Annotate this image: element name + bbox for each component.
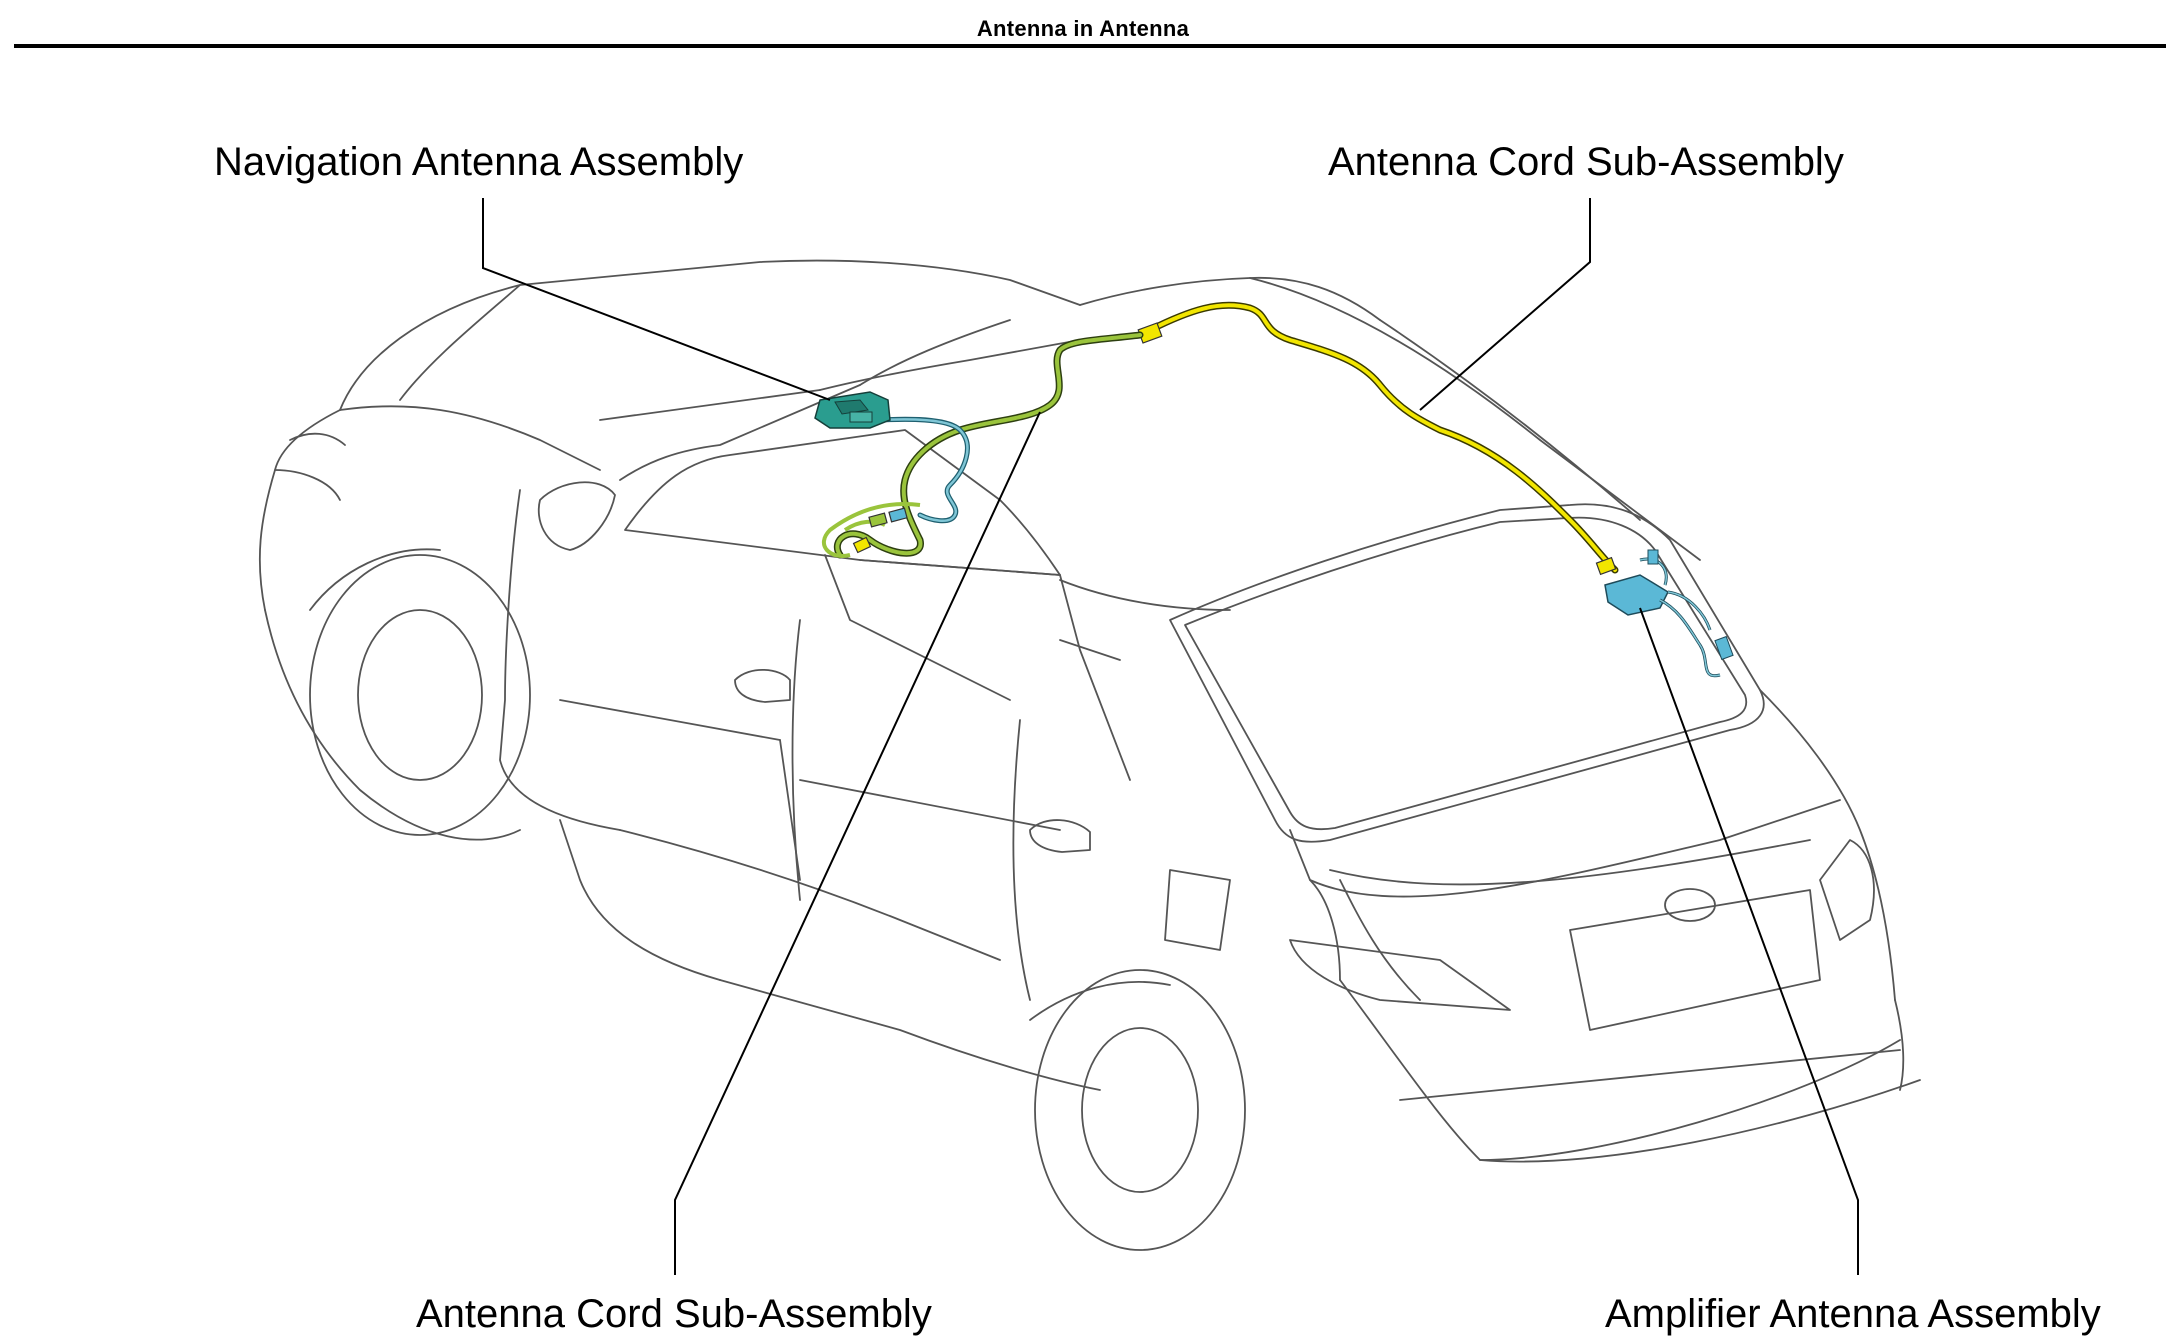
yellow-antenna-cord-fill	[1148, 303, 1617, 572]
label-antenna-cord-sub-assembly-bottom: Antenna Cord Sub-Assembly	[416, 1292, 932, 1336]
label-amplifier-antenna-assembly: Amplifier Antenna Assembly	[1605, 1292, 2101, 1336]
teal-antenna-cord-fill	[878, 418, 969, 522]
leader-antenna-cord-top	[1419, 198, 1591, 411]
label-navigation-antenna-assembly: Navigation Antenna Assembly	[214, 140, 744, 184]
page-header: Antenna in Antenna	[0, 0, 2166, 48]
yellow-antenna-cord	[1146, 301, 1619, 574]
header-divider	[14, 44, 2166, 48]
leader-antenna-cord-bottom	[674, 411, 1041, 1275]
label-antenna-cord-sub-assembly-top: Antenna Cord Sub-Assembly	[1328, 140, 1844, 184]
navigation-antenna-part	[814, 391, 891, 429]
leader-lines	[482, 198, 1859, 1275]
green-antenna-cord-fill	[835, 333, 1142, 557]
page-title: Antenna in Antenna	[976, 16, 1190, 41]
leader-amplifier-antenna	[1639, 607, 1859, 1275]
amplifier-antenna-part	[1595, 549, 1734, 678]
vehicle-outline	[258, 259, 1921, 1251]
leader-navigation-antenna	[482, 198, 831, 401]
console-connectors	[852, 507, 908, 554]
